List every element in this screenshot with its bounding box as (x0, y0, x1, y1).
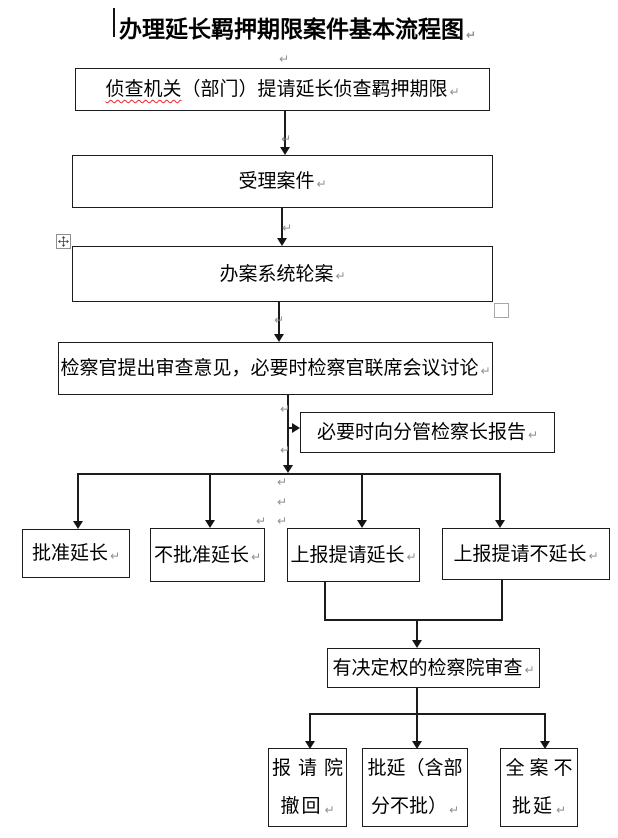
node-label: 上报提请不延长 (453, 543, 587, 565)
node-label-line2: 批延↵ (511, 796, 569, 817)
arrowhead-down-icon (305, 741, 315, 749)
connector-branch-to-report-not-extend (499, 473, 501, 520)
node-label: 检察官提出审查意见，必要时检察官联席会议讨论 (60, 358, 479, 379)
arrowhead-down-icon (73, 521, 83, 529)
paragraph-mark: ↵ (277, 495, 288, 509)
connector-to-deny (544, 713, 546, 741)
paragraph-mark: ↵ (406, 550, 417, 564)
misspelled-text: 侦查机关 (105, 79, 182, 100)
flow-node-approve-with-partial-denial[interactable]: 批延（含部 分不批）↵ (362, 748, 468, 827)
branch-line-bottom (310, 713, 546, 715)
paragraph-mark: ↵ (555, 803, 569, 817)
flow-node-report-chief-prosecutor[interactable]: 必要时向分管检察长报告↵ (300, 412, 555, 453)
flow-node-deny-whole-case[interactable]: 全案不 批延↵ (500, 748, 578, 827)
merge-line (324, 619, 503, 621)
flow-node-accept-case[interactable]: 受理案件↵ (72, 155, 493, 208)
node-label: 有决定权的检察院审查 (332, 657, 523, 679)
arrowhead-down-icon (540, 741, 550, 749)
arrowhead-down-icon (283, 465, 293, 473)
node-label-line1: 批延（含部 (367, 758, 463, 779)
node-label-line1: 全案不 (505, 758, 578, 779)
paragraph-mark: ↵ (448, 803, 460, 817)
connector-opinion-to-branch (287, 395, 289, 465)
connector-merge-to-review (416, 619, 418, 640)
arrowhead-down-icon (495, 520, 505, 528)
connector-report-extend-down (324, 582, 326, 620)
shape-resize-handle[interactable] (494, 303, 509, 318)
node-label: 上报提请延长 (290, 544, 405, 566)
node-label-line2: 分不批）↵ (370, 796, 460, 817)
flow-node-system-assignment[interactable]: 办案系统轮案↵ (72, 246, 493, 302)
paragraph-mark: ↵ (280, 443, 291, 457)
arrowhead-down-icon (412, 741, 422, 749)
paragraph-mark: ↵ (279, 52, 290, 66)
flow-node-report-request-not-extend[interactable]: 上报提请不延长↵ (442, 528, 610, 580)
connector-request-to-accept (284, 111, 286, 147)
flow-node-disapprove-extension[interactable]: 不批准延长↵ (150, 528, 265, 582)
arrowhead-right-icon (292, 423, 300, 433)
node-label: 受理案件 (238, 171, 315, 192)
node-label-line2: 撤回↵ (280, 796, 337, 817)
connector-to-withdraw (309, 713, 311, 741)
connector-review-down (416, 688, 418, 714)
node-label: 批准延长 (31, 543, 108, 564)
arrowhead-down-icon (357, 520, 367, 528)
node-label: 必要时向分管检察长报告 (316, 422, 526, 443)
paragraph-mark: ↵ (466, 28, 477, 42)
paragraph-mark: ↵ (281, 132, 292, 146)
node-label-line1: 报请院 (272, 758, 351, 779)
connector-assign-to-opinion (278, 302, 280, 334)
arrowhead-down-icon (274, 334, 284, 342)
arrowhead-down-icon (280, 147, 290, 155)
arrowhead-down-icon (205, 520, 215, 528)
paragraph-mark: ↵ (524, 663, 535, 677)
paragraph-mark: ↵ (527, 427, 539, 442)
flow-node-request-extension[interactable]: 侦查机关（部门）提请延长侦查羁押期限↵ (75, 68, 490, 111)
node-label: （部门）提请延长侦查羁押期限 (181, 79, 448, 100)
paragraph-mark: ↵ (324, 803, 337, 817)
paragraph-mark: ↵ (277, 514, 288, 528)
node-label: 办案系统轮案 (219, 263, 334, 285)
paragraph-mark: ↵ (280, 402, 291, 416)
flow-node-approve-extension[interactable]: 批准延长↵ (22, 529, 130, 578)
flow-node-deciding-procuratorate-review[interactable]: 有决定权的检察院审查↵ (327, 648, 540, 688)
connector-branch-to-report-extend (361, 473, 363, 520)
arrowhead-down-icon (412, 640, 422, 648)
node-label: 不批准延长 (153, 544, 249, 566)
move-arrows-icon (58, 236, 69, 247)
connector-branch-to-disapprove (209, 473, 211, 520)
paragraph-mark: ↵ (316, 176, 327, 191)
paragraph-mark: ↵ (282, 221, 293, 235)
paragraph-mark: ↵ (250, 550, 262, 564)
paragraph-mark: ↵ (449, 84, 460, 99)
paragraph-mark: ↵ (274, 313, 285, 327)
paragraph-mark: ↵ (256, 514, 267, 528)
connector-to-report-chief (288, 427, 293, 429)
connector-to-partial-approve (416, 713, 418, 741)
flow-node-prosecutor-opinion[interactable]: 检察官提出审查意见，必要时检察官联席会议讨论↵ (58, 342, 493, 395)
paragraph-mark: ↵ (335, 269, 346, 283)
shape-move-handle[interactable] (56, 234, 71, 249)
page-title-text: 办理延长羁押期限案件基本流程图 (119, 17, 464, 42)
page-title[interactable]: 办理延长羁押期限案件基本流程图↵ (119, 10, 476, 44)
arrowhead-down-icon (277, 238, 287, 246)
paragraph-mark: ↵ (109, 548, 121, 563)
branch-line-top (78, 473, 501, 475)
connector-accept-to-assign (281, 208, 283, 238)
connector-branch-to-approve (77, 473, 79, 521)
connector-report-not-extend-down (501, 580, 503, 620)
text-cursor-caret (113, 8, 115, 37)
paragraph-mark: ↵ (277, 475, 288, 489)
paragraph-mark: ↵ (588, 549, 599, 563)
flow-node-report-request-extend[interactable]: 上报提请延长↵ (287, 528, 420, 582)
paragraph-mark: ↵ (480, 363, 491, 378)
flow-node-request-withdrawal[interactable]: 报请院 撤回↵ (268, 748, 347, 827)
